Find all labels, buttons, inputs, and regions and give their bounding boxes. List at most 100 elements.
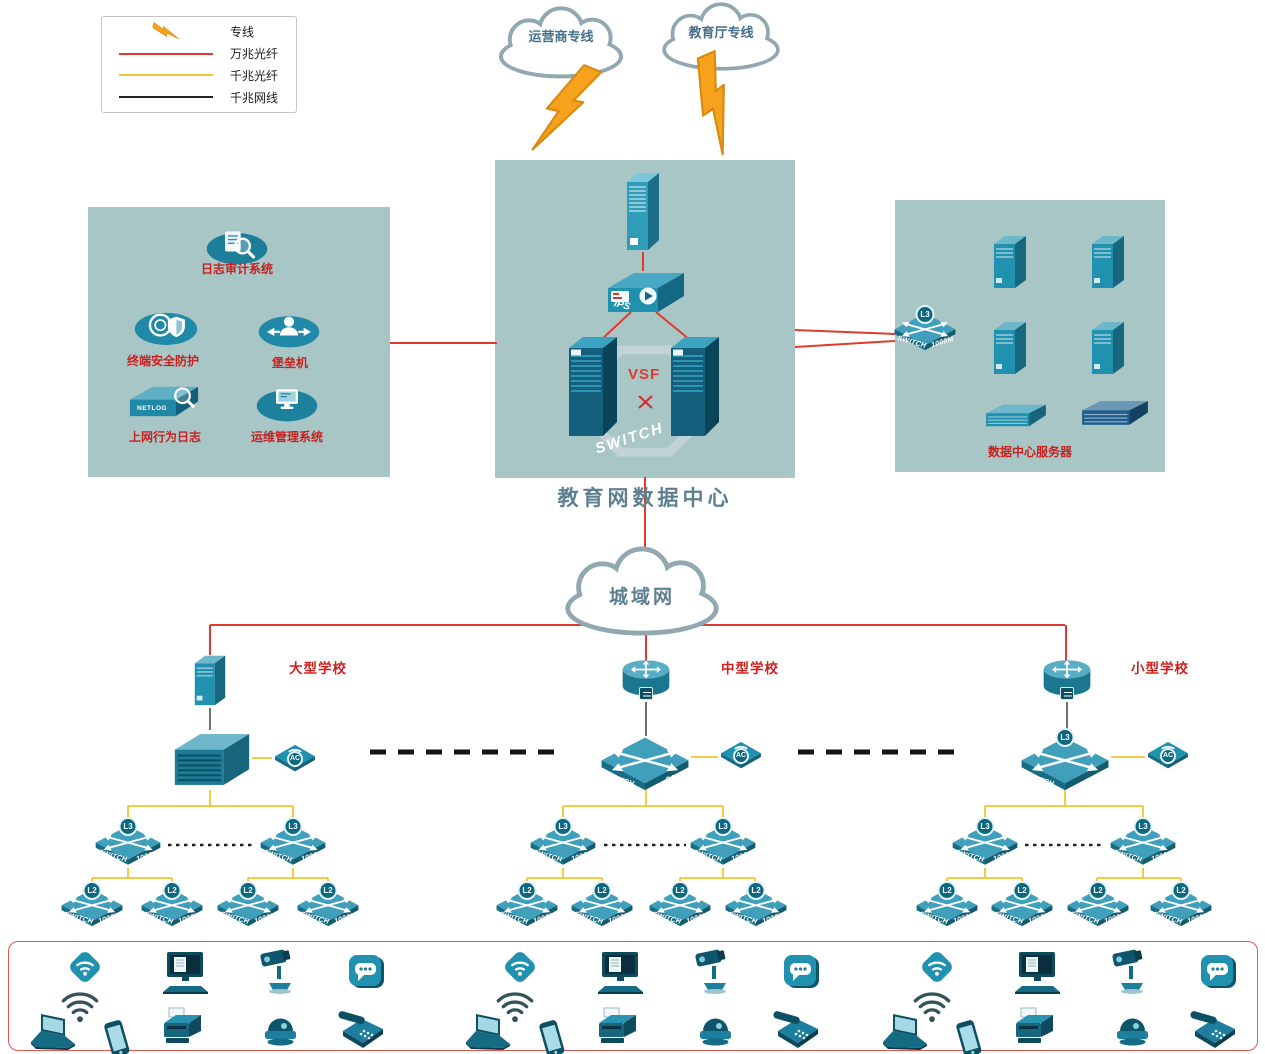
l3-switch: L3 SWITCH 1000M: [259, 817, 327, 870]
wireless-ap-icon: [914, 944, 960, 990]
legend-row-1g: 千兆光纤: [110, 65, 288, 86]
l2-switch: L2 SWITCH 1000M: [296, 881, 360, 931]
l2-switch: L2 SWITCH 1000M: [915, 881, 979, 931]
l2-switch: L2 SWITCH 1000M: [140, 881, 204, 931]
router-module-chip: [639, 687, 653, 700]
smartphone-icon: [97, 1016, 137, 1054]
ips-device-icon: [604, 266, 688, 318]
l2-badge: L2: [670, 881, 690, 900]
dedicated-line-icon: [110, 21, 222, 42]
rack-server: [1078, 398, 1152, 429]
ip-phone-icon: [772, 1006, 822, 1050]
server-zone-switch: L3 SWITCH 1000M: [893, 305, 957, 355]
smartphone-icon: [949, 1016, 989, 1054]
laptop-icon: [461, 1010, 513, 1052]
legend-row-dedicated: 专线: [110, 21, 288, 42]
l3-switch: L3 SWITCH 1000M: [94, 817, 162, 870]
l2-switch: L2 SWITCH 1000M: [648, 881, 712, 931]
l2-badge: L2: [238, 881, 258, 900]
legend-label: 专线: [230, 25, 255, 40]
l2-badge: L2: [746, 881, 766, 900]
l3-switch: L3 SWITCH 1000M: [951, 817, 1019, 870]
l2-badge: L2: [592, 881, 612, 900]
l2-badge: L2: [1012, 881, 1032, 900]
large-school-label: 大型学校: [289, 661, 347, 676]
ip-phone-icon: [1189, 1006, 1239, 1050]
l2-badge: L2: [82, 881, 102, 900]
school-gateway-server: [189, 652, 231, 709]
man-cloud: 城域网: [536, 546, 748, 640]
l3-badge: L3: [283, 817, 303, 836]
ip-phone-icon: [337, 1006, 387, 1050]
server-tower: [988, 318, 1032, 378]
desktop-computer-icon: [160, 948, 212, 1000]
netlog-label: 上网行为日志: [128, 430, 201, 444]
core-switch-server: [563, 332, 623, 442]
endpoint-protection-label: 终端安全防护: [126, 354, 199, 368]
router-module-chip: [1060, 687, 1074, 700]
carrier-cloud-label: 运营商专线: [528, 29, 594, 44]
messaging-terminal-icon: [779, 950, 823, 994]
l2-switch: L2 SWITCH 1000M: [990, 881, 1054, 931]
ops-management-label: 运维管理系统: [250, 430, 323, 444]
l3-badge: L3: [1133, 817, 1153, 836]
messaging-terminal-icon: [344, 950, 388, 994]
l2-badge: L2: [162, 881, 182, 900]
ac-badge: AC: [1160, 748, 1176, 765]
fiber-10g-swatch: [110, 43, 222, 64]
legend-label: 千兆光纤: [230, 68, 279, 83]
links-cable: [209, 702, 1068, 736]
l2-badge: L2: [1171, 881, 1191, 900]
fiber-1g-swatch: [110, 65, 222, 86]
ptz-camera-icon: [256, 944, 304, 996]
bastion-host-label: 堡垒机: [271, 356, 308, 370]
l3-switch: L3 SWITCH 1000M: [529, 817, 597, 870]
l2-switch: L2 SWITCH 1000M: [724, 881, 788, 931]
endpoint-protection-icon: [132, 304, 200, 350]
legend: 专线 万兆光纤 千兆光纤 千兆网线: [101, 16, 297, 113]
netlog-device-label: NETLOG: [137, 405, 168, 412]
l3-switch: L3 SWITCH 1000M: [689, 817, 757, 870]
ac-controller: AC: [718, 739, 764, 780]
messaging-terminal-icon: [1196, 950, 1240, 994]
education-cloud: 教育厅专线: [642, 2, 800, 74]
legend-label: 万兆光纤: [230, 47, 279, 62]
smartphone-icon: [532, 1016, 572, 1054]
ac-badge: AC: [287, 751, 303, 768]
laptop-icon: [26, 1010, 78, 1052]
legend-row-cable: 千兆网线: [110, 87, 288, 108]
l3-badge: L3: [118, 817, 138, 836]
core-switch-server: [665, 332, 725, 442]
laptop-icon: [878, 1010, 930, 1052]
links-1g-fiber: [91, 756, 1182, 889]
education-cloud-label: 教育厅专线: [688, 25, 754, 40]
server-zone-caption: 数据中心服务器: [987, 445, 1072, 459]
l2-badge: L2: [937, 881, 957, 900]
rack-server: [982, 402, 1050, 430]
l3-badge: L3: [553, 817, 573, 836]
ac-controller: AC: [1145, 739, 1191, 780]
core-chassis-device: [167, 728, 255, 791]
l2-switch: L2 SWITCH 1000M: [570, 881, 634, 931]
wireless-ap-icon: [497, 944, 543, 990]
dome-camera-icon: [260, 1008, 300, 1048]
l3-badge: L3: [915, 305, 935, 324]
l2-badge: L2: [318, 881, 338, 900]
l3-switch: L3 SWITCH 1000M: [1109, 817, 1177, 870]
legend-label: 千兆网线: [230, 90, 279, 105]
cable-1g-swatch: [110, 87, 222, 108]
legend-row-10g: 万兆光纤: [110, 43, 288, 64]
l2-badge: L2: [517, 881, 537, 900]
bastion-host-icon: [256, 308, 322, 352]
firewall-device: [619, 168, 667, 256]
datacenter-title: 教育网数据中心: [557, 487, 733, 510]
l3-badge: L3: [975, 817, 995, 836]
l2-switch: L2 SWITCH 1000M: [60, 881, 124, 931]
ac-badge: AC: [733, 748, 749, 765]
l2-badge: L2: [1088, 881, 1108, 900]
printer-icon: [157, 1006, 207, 1052]
ips-device: IPS: [604, 266, 688, 318]
server-tower: [1086, 232, 1130, 292]
